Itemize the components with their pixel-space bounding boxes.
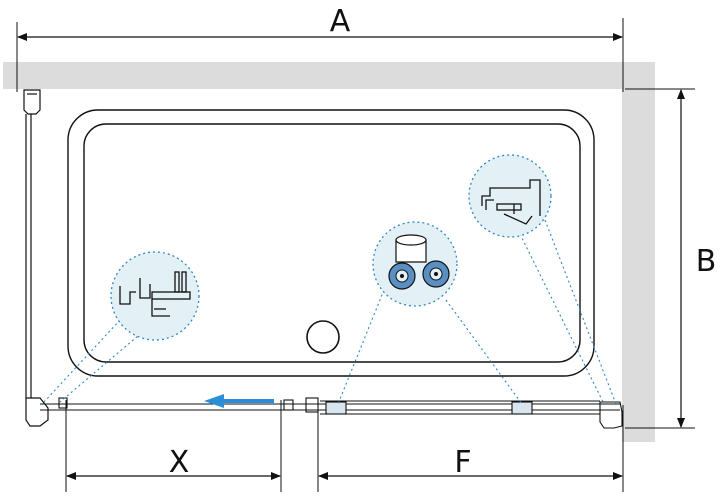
corner-profile-icon bbox=[481, 179, 541, 225]
callout-right bbox=[468, 154, 552, 238]
dimension-x-label: X bbox=[169, 445, 190, 480]
tray-outer bbox=[67, 109, 595, 377]
door-track bbox=[40, 397, 623, 429]
dimension-lines bbox=[17, 33, 685, 480]
dimension-a-label: A bbox=[330, 4, 351, 39]
callout-rollers bbox=[372, 221, 458, 307]
arrow-left-icon bbox=[204, 394, 274, 408]
roller-wheels-icon bbox=[388, 234, 450, 290]
roller-right bbox=[511, 401, 533, 415]
drain-icon bbox=[306, 320, 340, 354]
callout-leaders bbox=[43, 219, 617, 405]
back-wall bbox=[3, 62, 655, 89]
tray-inner bbox=[83, 123, 581, 363]
dimension-b-label: B bbox=[696, 244, 717, 279]
shower-tray bbox=[67, 109, 595, 377]
extension-lines bbox=[16, 18, 695, 492]
right-end-profile bbox=[599, 401, 623, 429]
door-handle-mid bbox=[283, 399, 294, 411]
callout-left bbox=[110, 251, 200, 341]
side-wall bbox=[622, 62, 655, 442]
dimension-f-label: F bbox=[454, 445, 471, 480]
door-handle-left bbox=[58, 397, 68, 409]
wall-profile-icon bbox=[119, 271, 191, 317]
walls bbox=[3, 62, 655, 442]
left-wall-profile bbox=[23, 89, 49, 427]
door-stopper bbox=[305, 397, 319, 413]
roller-left bbox=[325, 401, 347, 415]
